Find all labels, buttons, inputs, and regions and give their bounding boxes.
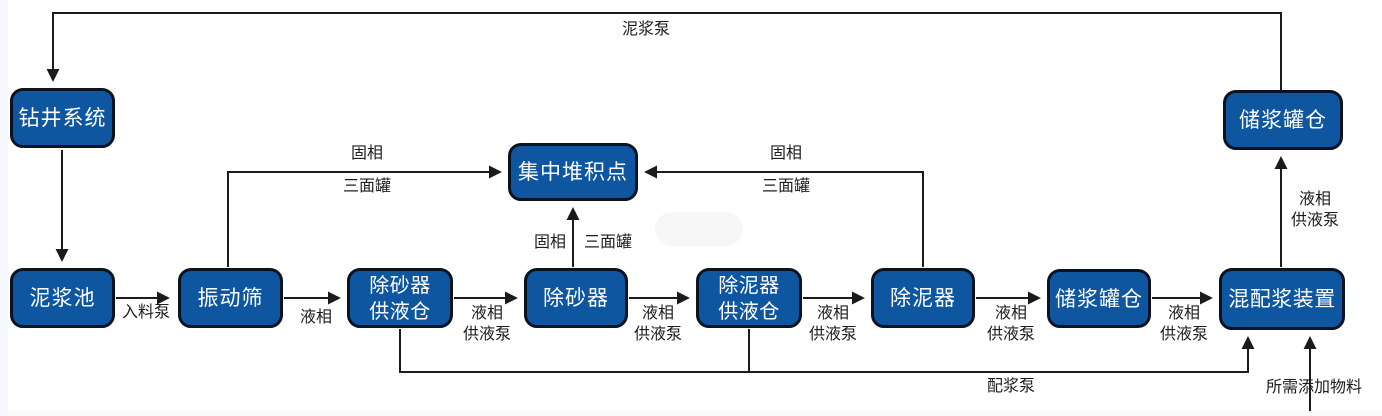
edge-label-feed-pump: 入料泵 (121, 302, 171, 321)
edge-label-line1: 液相 (816, 303, 850, 322)
node-mud-pit[interactable]: 泥浆池 (10, 268, 115, 328)
node-label: 除泥器 (890, 286, 956, 310)
edge-label-line2: 供液泵 (1290, 210, 1340, 229)
edge-label-three-tank-mid: 三面罐 (583, 232, 633, 251)
edge-label-three-tank-left: 三面罐 (342, 176, 392, 195)
node-desilter-feed-tank[interactable]: 除泥器 供液仓 (696, 268, 802, 328)
watermark-blob (655, 212, 743, 246)
node-shale-shaker[interactable]: 振动筛 (178, 268, 283, 328)
edge-label-solid-right: 固相 (769, 143, 803, 162)
edge-label-line2: 供液泵 (986, 324, 1036, 343)
edge-desilter-solids (644, 165, 924, 267)
edge-label-supply-5: 液相 供液泵 (1160, 302, 1208, 344)
node-desilter[interactable]: 除泥器 (871, 268, 975, 328)
edge-label-liquid-phase: 液相 (299, 307, 333, 326)
edge-label-supply-2: 液相 供液泵 (634, 302, 682, 344)
edge-label-line2: 供液泵 (462, 324, 512, 343)
node-label: 除泥器 (718, 273, 780, 297)
edge-label-line1: 液相 (470, 303, 504, 322)
edge-label-line1: 液相 (994, 303, 1028, 322)
edge-label-solid-left: 固相 (350, 143, 384, 162)
edge-label-line1: 液相 (641, 303, 675, 322)
node-label: 储浆罐仓 (1055, 286, 1143, 311)
node-drilling-system[interactable]: 钻井系统 (10, 88, 115, 148)
edge-mud-pump-return (46, 12, 1282, 90)
edge-label-supply-3: 液相 供液泵 (809, 302, 857, 344)
edge-label-line1: 液相 (1167, 303, 1201, 322)
edge-label-mud-pump: 泥浆泵 (621, 19, 671, 38)
node-label-line2: 供液仓 (369, 299, 431, 323)
edge-label-supply-vertical: 液相 供液泵 (1291, 188, 1339, 230)
node-label-line2: 供液仓 (718, 299, 780, 323)
edge-label-line2: 供液泵 (1159, 324, 1209, 343)
edge-label-line1: 液相 (1298, 189, 1332, 208)
node-label: 储浆罐仓 (1239, 108, 1327, 132)
node-collection-point[interactable]: 集中堆积点 (508, 143, 638, 201)
node-label: 振动筛 (197, 286, 264, 310)
node-label: 混配浆装置 (1228, 287, 1336, 311)
node-label: 除砂器 (543, 286, 609, 310)
page-margin-left (0, 0, 8, 416)
edge-label-solid-mid: 固相 (533, 232, 567, 251)
node-desander-feed-tank[interactable]: 除砂器 供液仓 (347, 268, 453, 328)
edge-label-supply-1: 液相 供液泵 (463, 302, 511, 344)
node-storage-tank-top[interactable]: 储浆罐仓 (1223, 90, 1343, 150)
edge-label-line2: 供液泵 (633, 324, 683, 343)
edge-label-line2: 供液泵 (808, 324, 858, 343)
node-label: 除砂器 (369, 273, 431, 297)
node-label: 泥浆池 (29, 286, 96, 310)
edge-label-mixing-pump: 配浆泵 (986, 376, 1036, 395)
edge-label-supply-4: 液相 供液泵 (987, 302, 1035, 344)
node-label: 钻井系统 (18, 106, 107, 130)
edge-label-three-tank-right: 三面罐 (761, 176, 811, 195)
node-desander[interactable]: 除砂器 (524, 268, 628, 328)
edge-shaker-solids (227, 165, 502, 267)
page-margin-bottom (0, 411, 1382, 416)
edge-mixing-pump (399, 329, 1255, 373)
node-mixing-unit[interactable]: 混配浆装置 (1219, 268, 1345, 330)
node-storage-tank[interactable]: 储浆罐仓 (1047, 269, 1151, 328)
node-label: 集中堆积点 (518, 160, 628, 184)
edge-label-additives: 所需添加物料 (1265, 377, 1363, 396)
